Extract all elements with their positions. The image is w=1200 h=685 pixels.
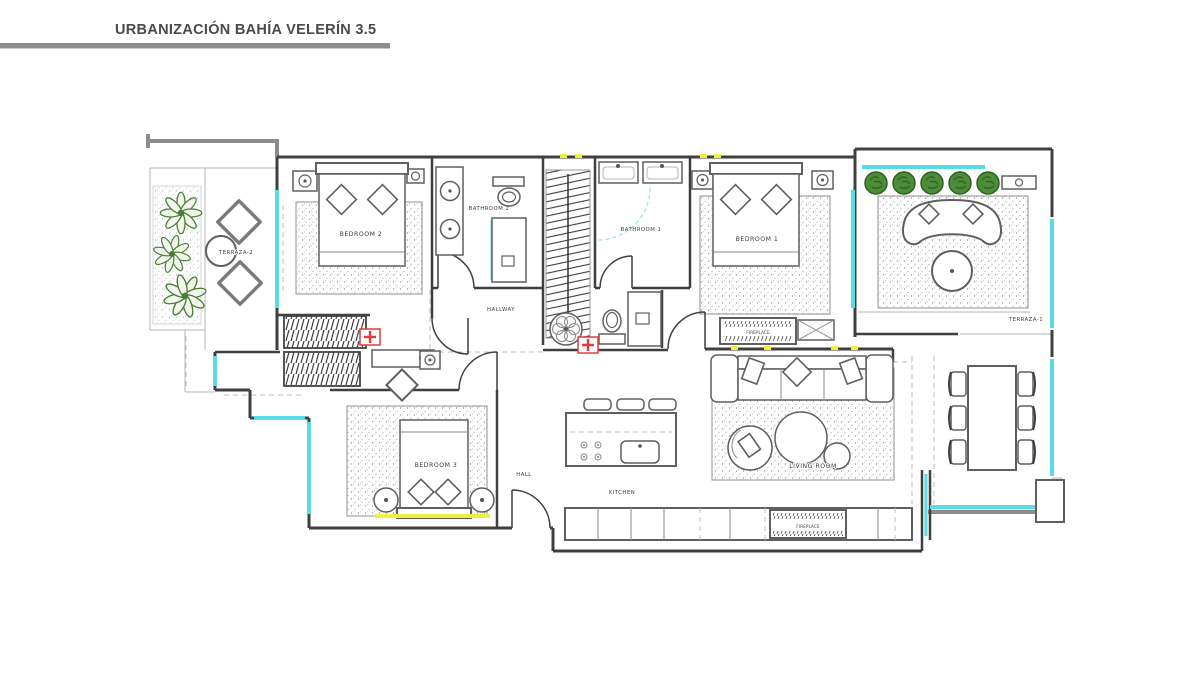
- shower-icon: [627, 291, 662, 347]
- terraza-2: TERRAZA-2: [148, 191, 263, 327]
- kitchen-island-icon: [565, 412, 677, 467]
- hallway-label: HALLWAY: [487, 307, 515, 313]
- coffee-table-icon: [774, 411, 828, 465]
- bathroom-1: BATHROOM 1: [598, 161, 683, 233]
- terrace-chair-icon: [217, 260, 263, 306]
- bed-icon: [709, 162, 803, 267]
- dining-chair-icon: [948, 405, 967, 431]
- red-cross-icon: [577, 336, 599, 354]
- stool-icon: [648, 398, 677, 411]
- bedroom-1: BEDROOM 1: [691, 162, 834, 267]
- terraza-1: TERRAZA-1: [864, 171, 1043, 323]
- stool-icon: [616, 398, 645, 411]
- dining-chair-icon: [948, 439, 967, 465]
- title-underline-bar: [0, 43, 390, 49]
- chair-icon: [385, 368, 419, 402]
- dining-chair-icon: [1017, 439, 1036, 465]
- accent-strip: [375, 514, 490, 518]
- curved-sofa-icon: [901, 198, 1003, 246]
- dining-chair-icon: [948, 371, 967, 397]
- bedroom-3: BEDROOM 3: [373, 350, 495, 519]
- bush-icon: [976, 171, 1000, 195]
- vanity-counter: [435, 166, 464, 256]
- red-cross-icon: [359, 328, 381, 346]
- fireplace-top-label: FIREPLACE: [746, 330, 770, 335]
- shower-icon: [491, 217, 527, 283]
- bush-icon: [864, 171, 888, 195]
- side-table-icon: [823, 442, 851, 470]
- bathroom-2-label: BATHROOM 2: [469, 206, 510, 212]
- bedroom-1-label: BEDROOM 1: [736, 236, 779, 243]
- terraza-2-label: TERRAZA-2: [218, 250, 253, 256]
- stool-icon: [583, 398, 612, 411]
- wardrobe-icon: [283, 315, 367, 387]
- bedroom-3-label: BEDROOM 3: [415, 462, 458, 469]
- console-table-icon: [371, 349, 435, 402]
- light-outlines: [149, 167, 1063, 512]
- dining-area: [948, 365, 1065, 523]
- bathroom-2: BATHROOM 2: [435, 166, 527, 283]
- dining-chair-icon: [1017, 405, 1036, 431]
- page-title: URBANIZACIÓN BAHÍA VELERÍN 3.5: [115, 22, 377, 38]
- kitchen-counter-icon: [564, 507, 913, 541]
- pillar: [1035, 479, 1065, 523]
- living-room-label: LIVING ROOM: [789, 463, 837, 470]
- kitchen: KITCHEN HALL: [516, 398, 677, 496]
- bush-icon: [892, 171, 916, 195]
- hall-label: HALL: [516, 472, 532, 478]
- bathroom-1-label: BATHROOM 1: [621, 227, 662, 233]
- floor-drain-icon: [549, 312, 583, 346]
- bush-icon: [948, 171, 972, 195]
- dining-chair-icon: [1017, 371, 1036, 397]
- crossed-cabinet-icon: [797, 319, 835, 341]
- accent-ticks: [560, 154, 858, 350]
- plant-icon: [159, 191, 203, 235]
- terraza-1-label: TERRAZA-1: [1008, 317, 1043, 323]
- wc-area: [549, 291, 662, 347]
- bed-icon: [315, 162, 409, 267]
- bedroom-2: BEDROOM 2: [292, 162, 425, 267]
- toilet-icon: [492, 176, 525, 207]
- fireplace-icon: FIREPLACE: [719, 317, 797, 345]
- fireplace-icon: FIREPLACE: [769, 509, 847, 539]
- bed-icon: [396, 419, 472, 519]
- terrace-chair-icon: [216, 199, 262, 245]
- closet-icon: [545, 169, 591, 339]
- terrace-table-icon: [205, 235, 237, 267]
- dining-table-icon: [967, 365, 1017, 471]
- kitchen-sink-icon: [620, 440, 660, 464]
- living-room: LIVING ROOM: [710, 354, 894, 471]
- fireplace-bottom-label: FIREPLACE: [796, 524, 820, 529]
- sofa-icon: [710, 354, 894, 403]
- bush-icon: [920, 171, 944, 195]
- kitchen-label: KITCHEN: [609, 490, 635, 496]
- toilet-icon: [598, 309, 626, 345]
- bedroom-2-label: BEDROOM 2: [340, 231, 383, 238]
- armchair-icon: [727, 425, 773, 471]
